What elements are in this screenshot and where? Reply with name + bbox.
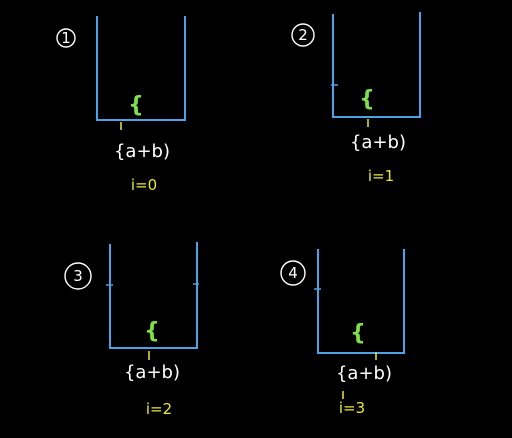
step-number: 1 [61, 29, 71, 47]
stack-element-brace: { [144, 319, 160, 344]
panel-3: 3 { {a+b) i=2 [64, 242, 199, 418]
step-number: 4 [288, 264, 298, 282]
index-label: i=2 [146, 400, 172, 418]
step-number: 3 [73, 267, 83, 285]
stack-container [96, 16, 186, 121]
step-number-circle [291, 23, 315, 47]
panel-2: 2 { {a+b) i=1 [291, 12, 421, 185]
stack-element-brace: { [128, 93, 144, 118]
index-label: i=3 [339, 399, 365, 417]
panel-4: 4 { {a+b) i=3 [280, 249, 405, 417]
stack-element-brace: { [350, 321, 366, 346]
input-expression: {a+b) [114, 141, 170, 162]
step-number-circle [64, 262, 92, 290]
index-label: i=0 [131, 176, 157, 194]
step-number-circle [56, 28, 76, 48]
input-expression: {a+b) [336, 363, 392, 384]
step-number: 2 [298, 26, 308, 44]
stack-container [109, 242, 198, 349]
panel-1: 1 { {a+b) i=0 [56, 16, 186, 194]
stack-container [332, 12, 421, 118]
step-number-circle [280, 260, 306, 286]
input-expression: {a+b) [350, 132, 406, 153]
stack-container [317, 249, 405, 354]
index-label: i=1 [368, 167, 394, 185]
input-expression: {a+b) [124, 362, 180, 383]
stack-element-brace: { [359, 87, 375, 112]
